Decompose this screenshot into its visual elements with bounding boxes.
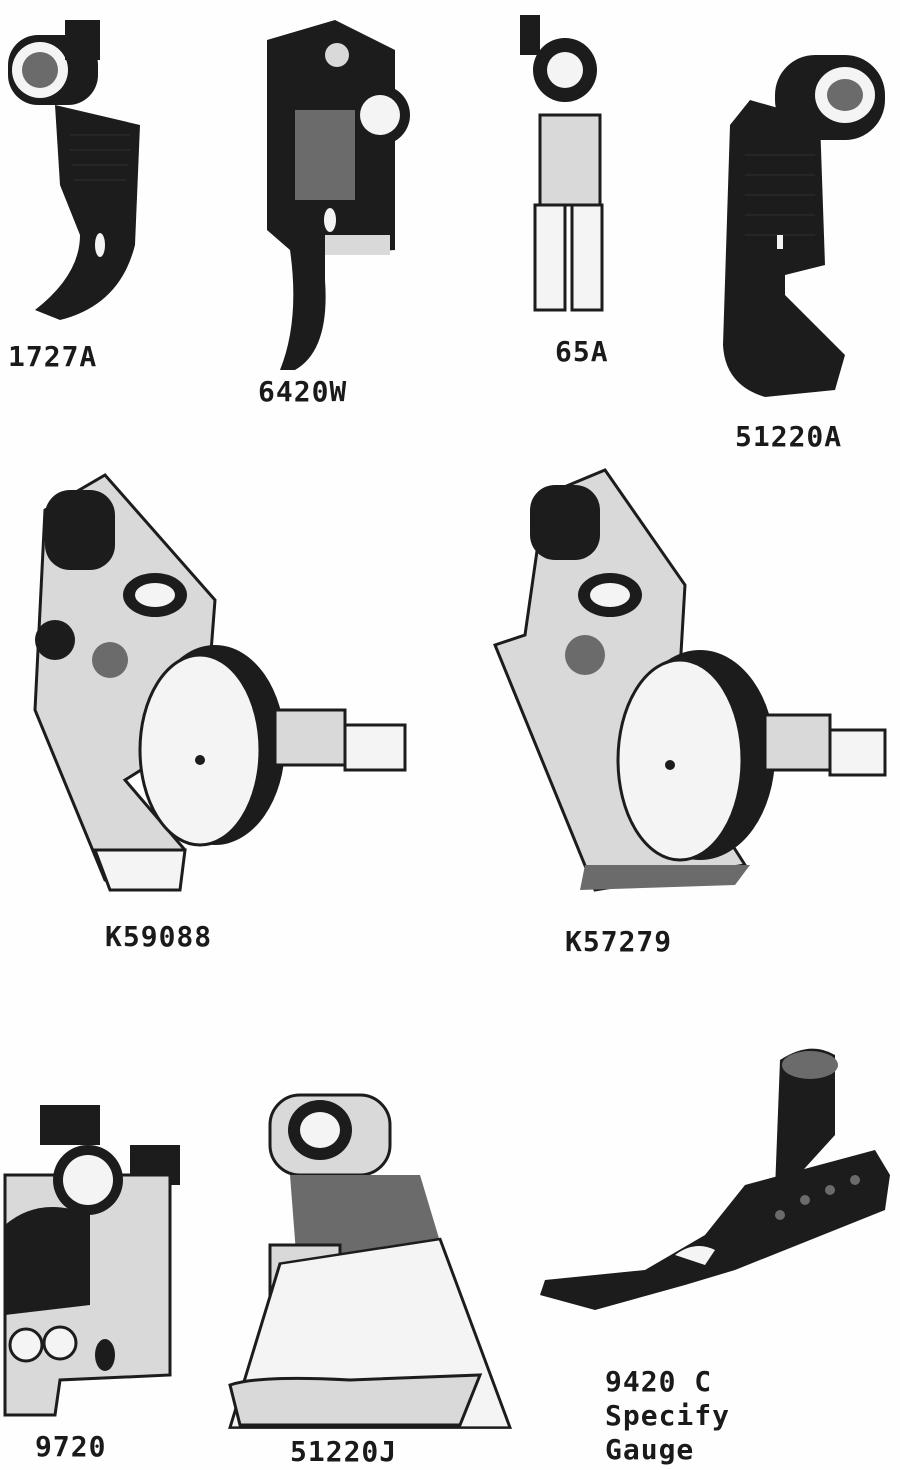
part-label: 65A xyxy=(555,335,609,368)
part-k59088-illustration xyxy=(15,470,415,900)
part-51220j-illustration xyxy=(220,1075,520,1430)
part-label-line: Specify xyxy=(605,1399,731,1432)
part-9420c-label: 9420 C Specify Gauge xyxy=(605,1365,730,1467)
part-51220a-illustration xyxy=(715,5,895,410)
part-label: 1727A xyxy=(8,340,98,373)
part-label: 9720 xyxy=(35,1430,107,1463)
part-9420c-illustration xyxy=(535,1040,895,1320)
part-label: K59088 xyxy=(105,920,213,953)
part-1727a-illustration xyxy=(0,5,160,335)
part-9720-illustration xyxy=(0,1105,185,1420)
part-label: K57279 xyxy=(565,925,673,958)
part-label: 6420W xyxy=(258,375,348,408)
part-label: 51220J xyxy=(290,1435,398,1468)
part-6420w-illustration xyxy=(255,10,415,380)
part-k57279-illustration xyxy=(485,465,895,895)
part-label: 51220A xyxy=(735,420,843,453)
part-label-line: 9420 C xyxy=(605,1365,713,1398)
part-label-line: Gauge xyxy=(605,1433,695,1466)
part-65a-illustration xyxy=(510,5,620,325)
